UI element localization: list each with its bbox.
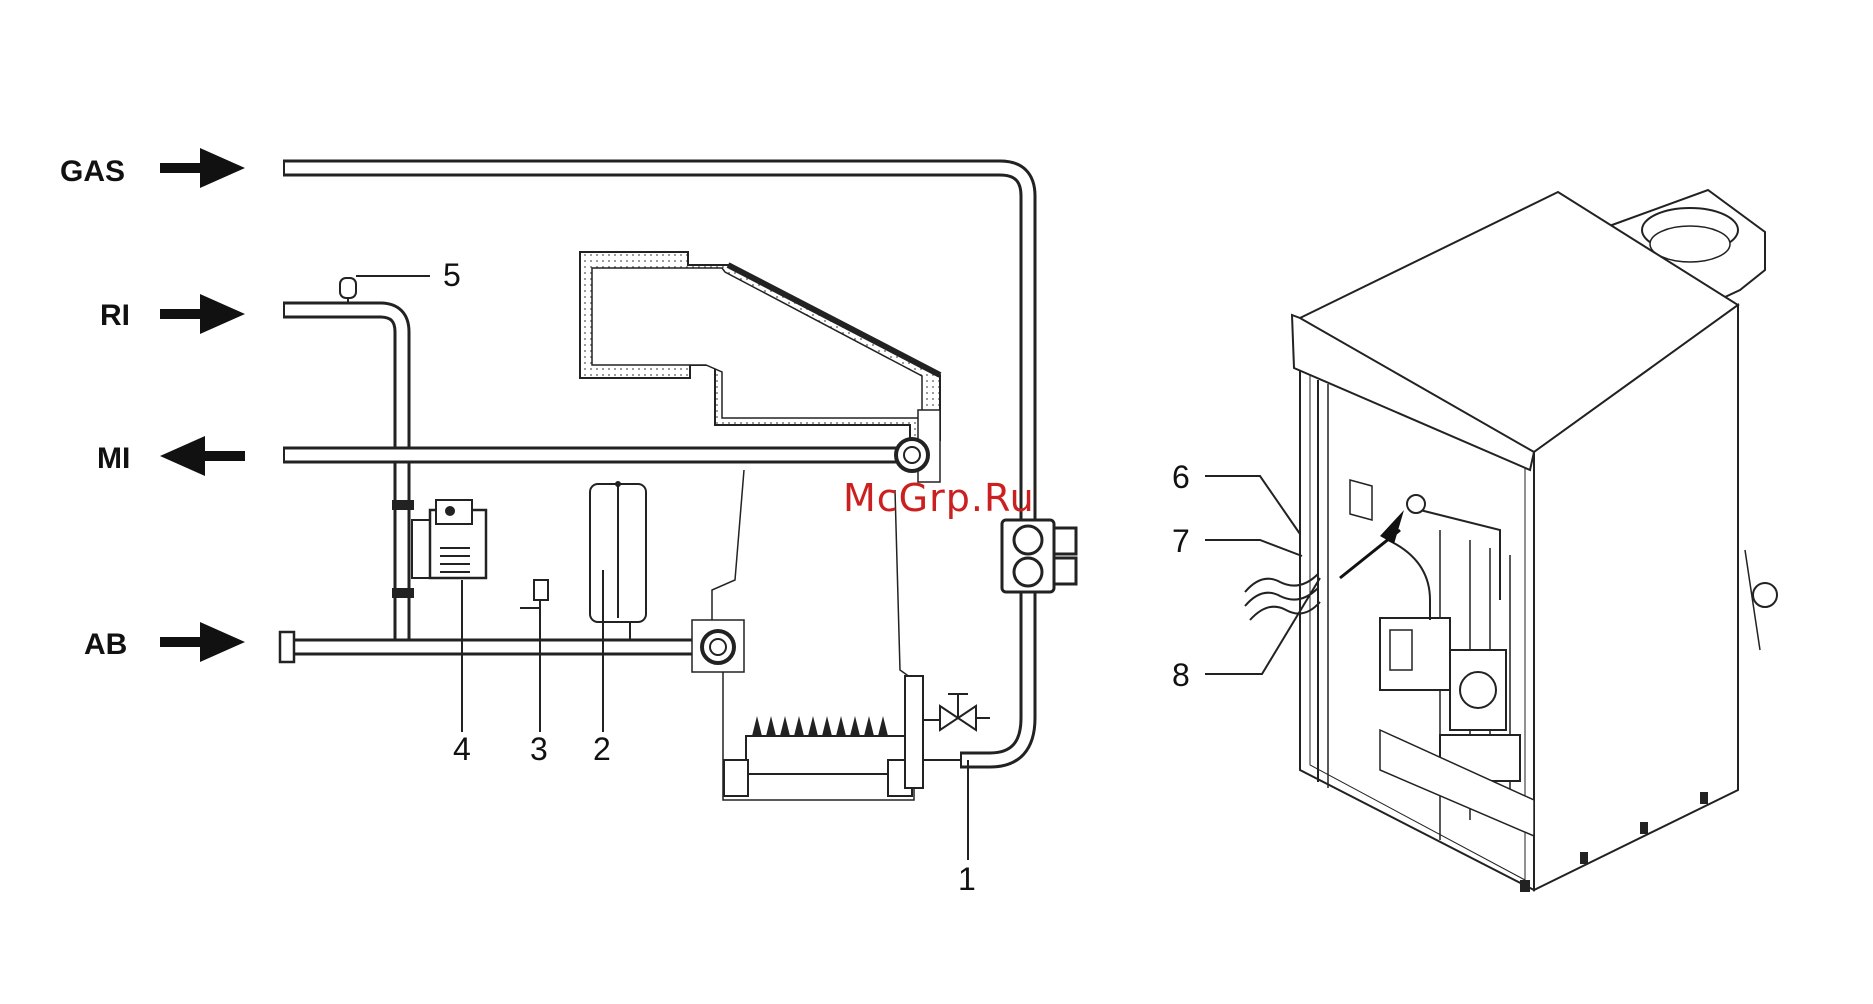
callout-7: 7 [1172, 523, 1190, 559]
right-arrow-icon [160, 148, 245, 188]
expansion-vessel [590, 481, 646, 640]
callout-5: 5 [443, 257, 461, 293]
callout-6: 6 [1172, 459, 1190, 495]
watermark: McGrp.Ru [843, 476, 1035, 520]
safety-valve [520, 580, 548, 640]
callout-4: 4 [453, 731, 471, 767]
boiler-cabinet [1292, 190, 1777, 892]
gas-valve [940, 694, 990, 730]
flow-pipe [283, 439, 928, 471]
right-arrow-icon [160, 622, 245, 662]
label-gas: GAS [60, 155, 125, 188]
return-pipe [283, 310, 402, 641]
label-ri: RI [100, 299, 130, 332]
callout-1: 1 [958, 861, 976, 897]
callout-3: 3 [530, 731, 548, 767]
callout-8: 8 [1172, 657, 1190, 693]
label-mi: MI [97, 442, 130, 475]
left-arrow-icon [160, 436, 245, 476]
label-ab: AB [84, 628, 127, 661]
inlet-pipe [280, 620, 744, 672]
callout-2: 2 [593, 731, 611, 767]
air-vent [340, 276, 430, 302]
right-arrow-icon [160, 294, 245, 334]
burner [724, 676, 960, 796]
gas-control-unit [1002, 520, 1076, 592]
